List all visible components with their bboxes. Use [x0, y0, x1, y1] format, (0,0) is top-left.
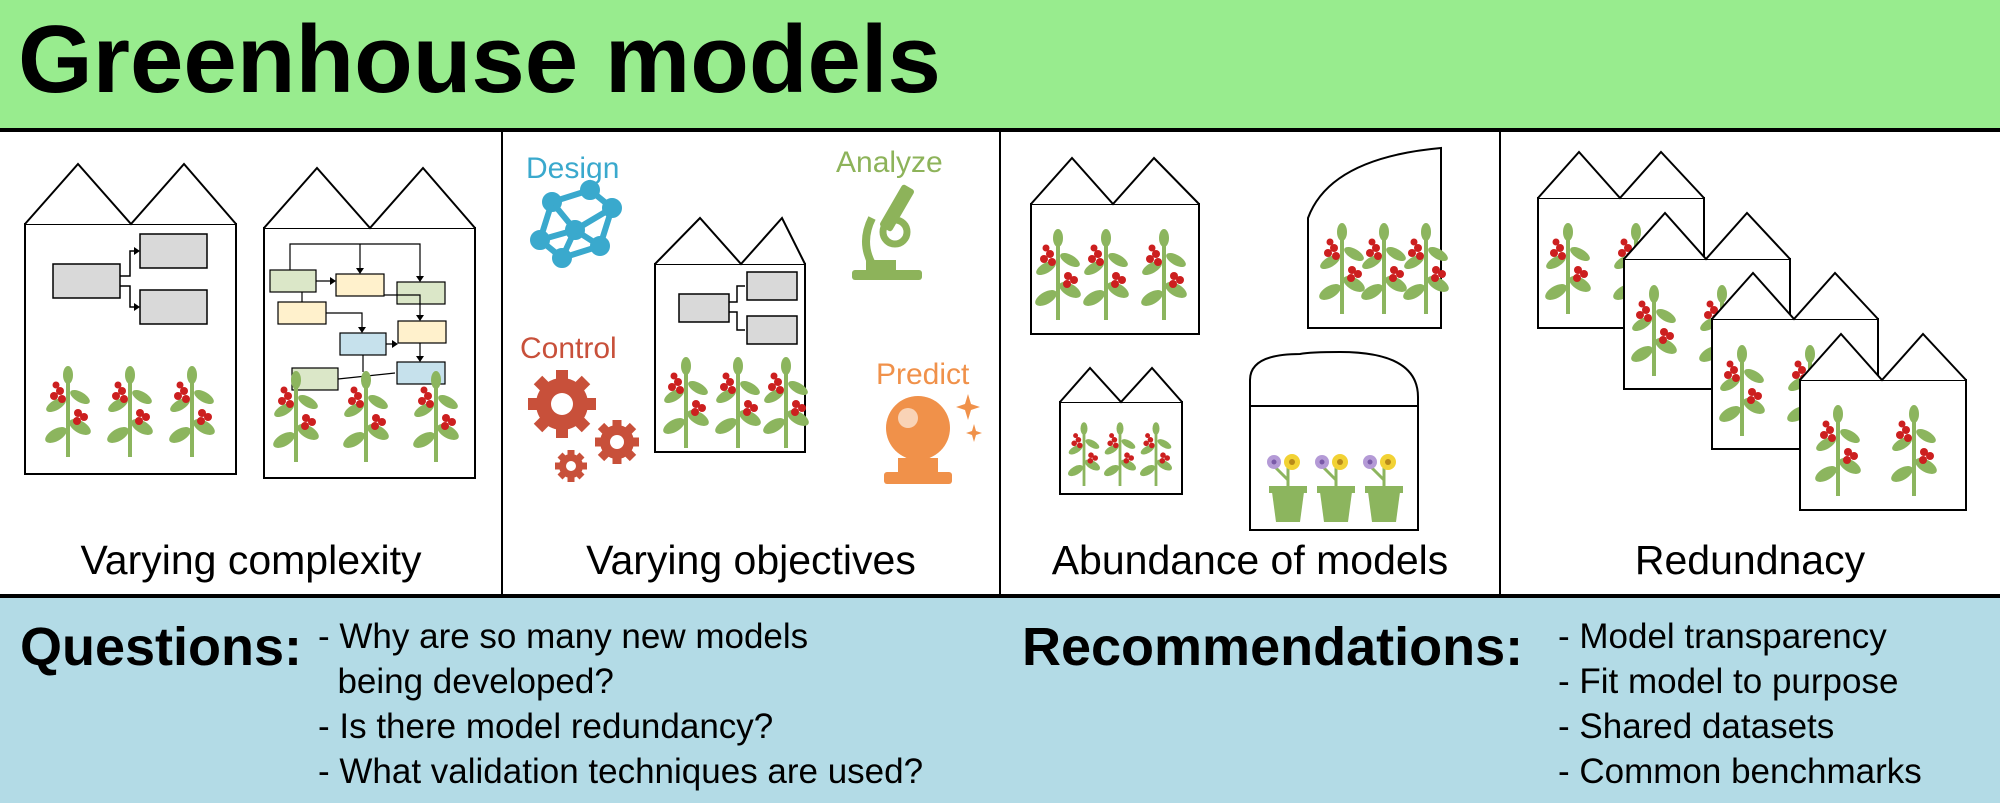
page-title: Greenhouse models	[18, 6, 941, 113]
simple-greenhouse-icon	[24, 162, 237, 475]
recommendation-item: - Model transparency	[1558, 617, 1887, 656]
caption-abundance-of-models: Abundance of models	[1051, 537, 1449, 583]
question-item: - What validation techniques are used?	[318, 752, 924, 791]
predict-label: Predict	[876, 358, 970, 391]
recommendation-item: - Fit model to purpose	[1558, 662, 1899, 701]
footer-banner: Questions: - Why are so many new models …	[0, 594, 2000, 803]
caption-varying-complexity: Varying complexity	[80, 537, 422, 583]
design-icon	[530, 180, 622, 268]
stacked-greenhouses-icon	[1537, 150, 1967, 511]
design-label: Design	[526, 152, 619, 185]
control-label: Control	[520, 332, 617, 365]
question-item: - Why are so many new models	[318, 617, 809, 656]
header-banner: Greenhouse models	[0, 0, 2000, 132]
recommendation-item: - Shared datasets	[1558, 707, 1835, 746]
question-item: being developed?	[318, 662, 614, 701]
recommendation-item: - Common benchmarks	[1558, 752, 1922, 791]
greenhouse-a-icon	[1030, 156, 1200, 335]
center-greenhouse-icon	[654, 216, 814, 453]
questions-title: Questions:	[20, 617, 303, 677]
panels-row: Design Analyze	[0, 132, 2000, 594]
question-item: - Is there model redundancy?	[318, 707, 774, 746]
questions-list: - Why are so many new models being devel…	[318, 614, 923, 794]
recommendations-list: - Model transparency - Fit model to purp…	[1558, 614, 1922, 794]
complex-greenhouse-icon	[263, 166, 476, 479]
microscope-icon	[852, 184, 922, 280]
gears-icon	[528, 370, 639, 482]
greenhouse-d-icon	[1249, 350, 1419, 531]
caption-redundancy: Redundnacy	[1634, 537, 1866, 583]
greenhouse-c-icon	[1059, 366, 1183, 495]
panels-illustration: Design Analyze	[24, 132, 1967, 594]
recommendations-title: Recommendations:	[1022, 617, 1524, 677]
greenhouse-b-icon	[1307, 146, 1454, 329]
caption-varying-objectives: Varying objectives	[586, 537, 916, 583]
crystal-ball-icon	[884, 394, 982, 484]
analyze-label: Analyze	[836, 146, 943, 179]
